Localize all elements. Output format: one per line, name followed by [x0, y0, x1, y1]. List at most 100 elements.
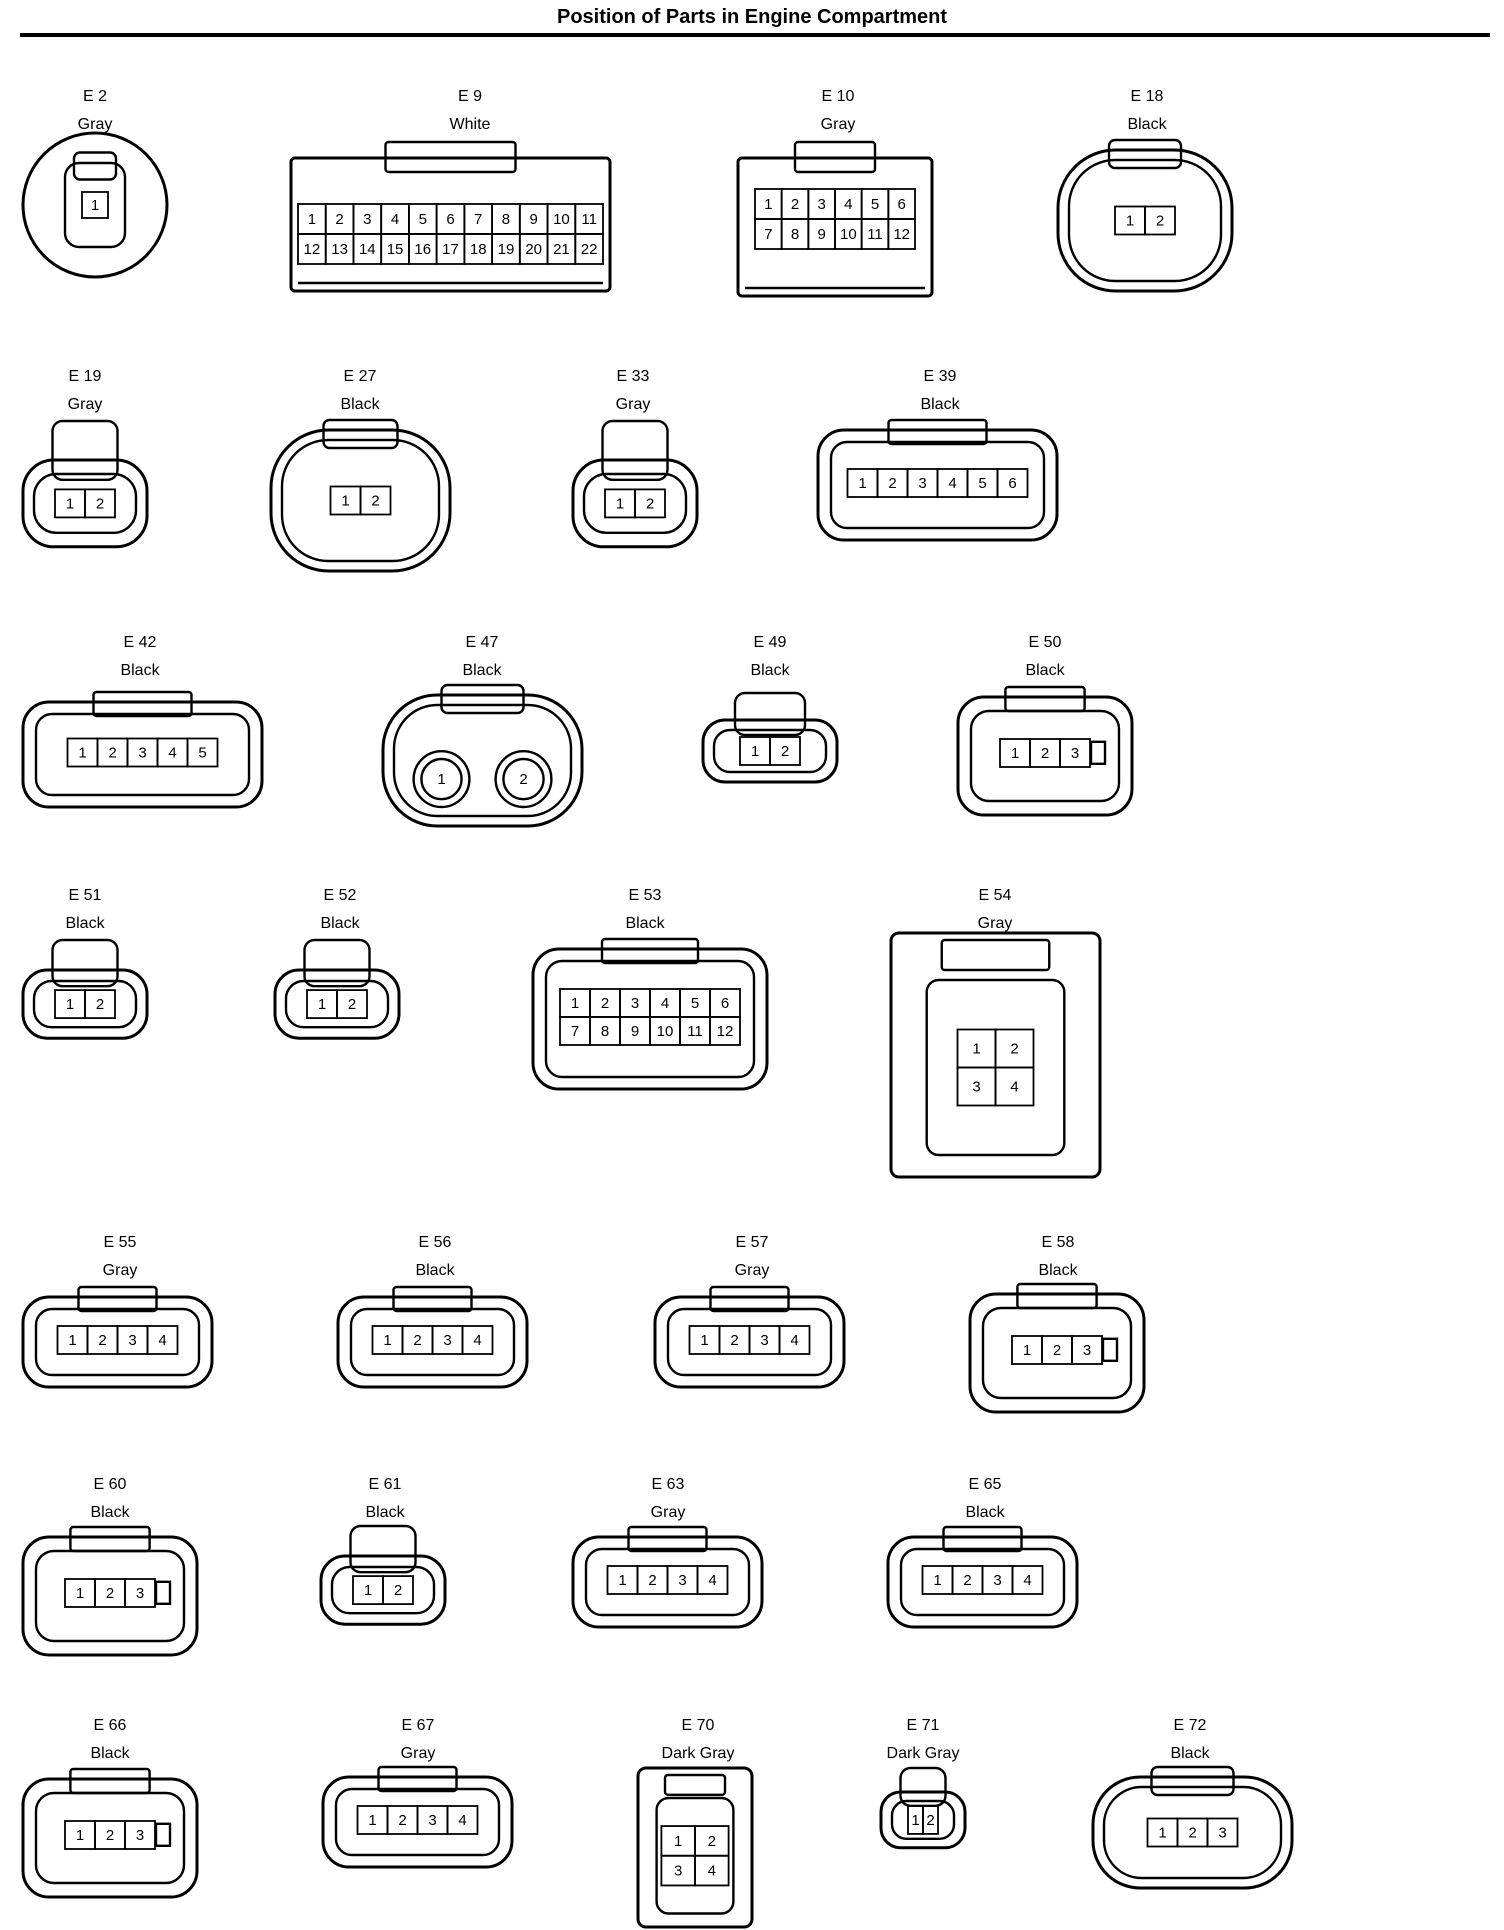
housing-outline [289, 156, 612, 293]
housing-inner [330, 1565, 436, 1615]
pin-number: 3 [1071, 745, 1079, 762]
pin-number: 6 [1008, 475, 1016, 492]
housing-outline [968, 1292, 1146, 1414]
connector-id-label: E 63 [651, 1476, 685, 1493]
pin-number: 3 [363, 211, 371, 228]
connector-color-label: White [449, 116, 491, 133]
housing-outline [1056, 148, 1234, 293]
housing-outline [269, 428, 452, 573]
pin-number: 5 [419, 211, 427, 228]
pin-number: 1 [383, 1332, 391, 1349]
pin-number: 1 [68, 1332, 76, 1349]
housing-outline [21, 1777, 199, 1899]
connector-color-label: Black [415, 1262, 455, 1279]
pin-number: 22 [581, 241, 598, 258]
connector-id-label: E 53 [628, 887, 662, 904]
connector-color-label: Black [1127, 116, 1167, 133]
pin-number: 2 [646, 495, 654, 512]
pin-number: 3 [631, 995, 639, 1012]
pin-cavity [336, 989, 368, 1019]
connector-id-label: E 10 [821, 88, 855, 105]
connector-color-label: Black [120, 662, 160, 679]
pin-number: 8 [601, 1023, 609, 1040]
connector-color-label: Black [90, 1745, 130, 1762]
connector-color-label: Black [750, 662, 790, 679]
pin-number: 4 [1023, 1572, 1031, 1589]
pin-number: 2 [708, 1833, 716, 1850]
pin-number: 1 [972, 1041, 980, 1058]
connector-color-label: Black [1038, 1262, 1078, 1279]
pin-cavity [1144, 205, 1176, 236]
pin-number: 3 [138, 745, 146, 762]
pin-number: 3 [678, 1572, 686, 1589]
pin-number: 4 [948, 475, 956, 492]
pin-number: 6 [446, 211, 454, 228]
housing-inner [829, 440, 1046, 530]
connector-id-label: E 18 [1130, 88, 1164, 105]
pin-number: 5 [198, 745, 206, 762]
connector-color-label: Gray [615, 396, 651, 413]
pin-number: 11 [581, 211, 597, 228]
housing-outline [21, 458, 149, 549]
pin-number: 2 [1188, 1825, 1196, 1842]
pin-number: 12 [304, 241, 321, 258]
connector-color-label: Black [625, 915, 665, 932]
pin-cavity [81, 191, 109, 219]
pin-number: 5 [978, 475, 986, 492]
housing-outline [956, 695, 1134, 817]
latch-tab [72, 151, 118, 181]
latch-tab [440, 683, 525, 715]
housing-inner [582, 472, 688, 534]
pin-cavity [412, 749, 471, 809]
pin-number: 1 [437, 771, 445, 788]
pin-number: 1 [674, 1833, 682, 1850]
pin-cavity-inner [502, 757, 545, 801]
connector-color-label: Black [65, 915, 105, 932]
pin-cavity [574, 233, 604, 265]
pin-number: 1 [751, 743, 759, 760]
pin-cavity [84, 488, 116, 519]
housing-outline [701, 718, 839, 784]
pin-cavity [359, 485, 392, 516]
connector-color-label: Black [320, 915, 360, 932]
pin-number: 4 [661, 995, 669, 1012]
connector-color-label: Dark Gray [661, 1745, 735, 1762]
pin-number: 1 [91, 197, 99, 214]
pin-number: 12 [717, 1023, 734, 1040]
pin-cavity-inner [420, 757, 463, 801]
pin-cavity [186, 737, 219, 768]
pin-number: 9 [817, 226, 825, 243]
connector-color-label: Black [90, 1504, 130, 1521]
pin-number: 12 [893, 226, 910, 243]
latch-tab [51, 419, 119, 481]
pin-number: 9 [631, 1023, 639, 1040]
latch-tab [663, 1773, 727, 1796]
pin-number: 2 [926, 1812, 934, 1829]
pin-number: 2 [1053, 1342, 1061, 1359]
pin-cavity [1011, 1565, 1044, 1595]
housing-outline [21, 1535, 199, 1657]
connector-id-label: E 56 [418, 1234, 452, 1251]
pin-cavity [778, 1325, 811, 1355]
pin-number: 7 [474, 211, 482, 228]
connector-id-label: E 60 [93, 1476, 127, 1493]
pin-cavity [769, 736, 801, 766]
pin-number: 4 [158, 1332, 166, 1349]
pin-number: 2 [791, 196, 799, 213]
pin-number: 1 [1126, 213, 1134, 230]
pin-number: 2 [108, 745, 116, 762]
housing-outline [21, 1295, 214, 1389]
pin-cavity [461, 1325, 494, 1355]
pin-number: 5 [871, 196, 879, 213]
